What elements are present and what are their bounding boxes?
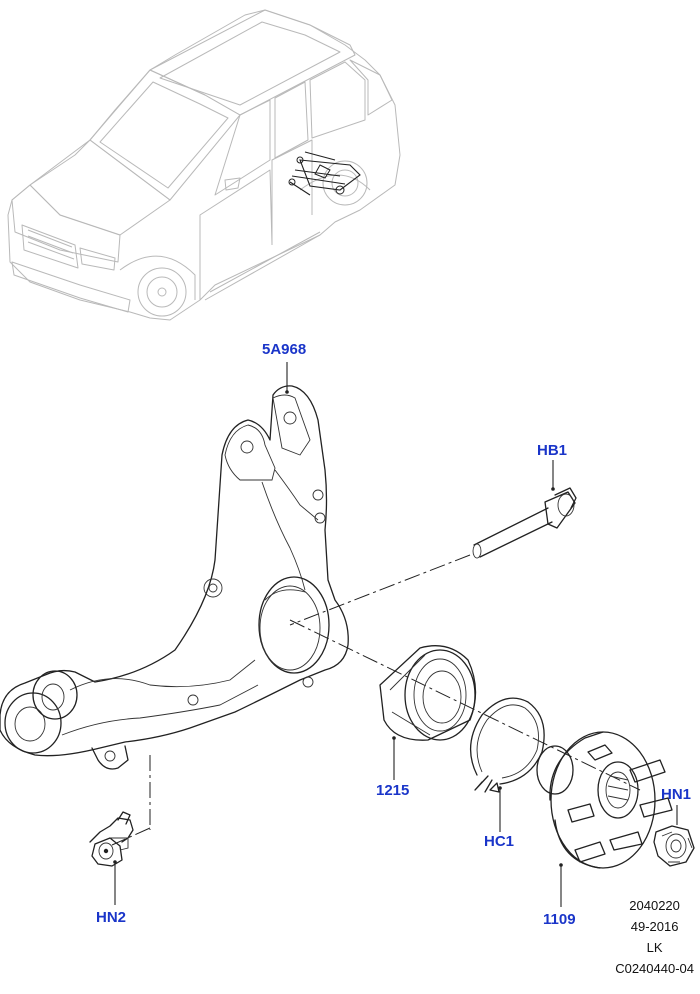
drawing-ref-line4: C0240440-04 (615, 961, 694, 976)
callout-circlip[interactable]: HC1 (484, 833, 515, 850)
hub-nut-part-HN1 (653, 825, 695, 867)
callout-sensor-nut[interactable]: HN2 (96, 909, 127, 926)
knuckle-part-5A968 (0, 385, 349, 770)
callout-bolt[interactable]: HB1 (537, 442, 568, 459)
callout-hub[interactable]: 1109 (543, 911, 576, 928)
drawing-reference-block: 2040220 49-2016 LK C0240440-04 (615, 895, 694, 979)
vehicle-overview-illustration (7, 9, 401, 321)
bolt-part-HB1 (472, 487, 577, 559)
drawing-ref-line2: 49-2016 (630, 919, 679, 934)
callout-knuckle[interactable]: 5A968 (262, 341, 307, 358)
rear-suspension-highlight (288, 151, 361, 196)
bearing-part-1215 (379, 645, 477, 741)
hub-part-1109 (536, 731, 673, 869)
assembly-centerlines (111, 554, 641, 846)
sensor-nut-part-HN2 (89, 811, 134, 867)
drawing-ref-line3: LK (646, 940, 663, 955)
circlip-part-HC1 (469, 697, 545, 793)
drawing-ref-line1: 2040220 (629, 898, 680, 913)
callout-bearing[interactable]: 1215 (376, 782, 410, 799)
leader-lines (113, 362, 678, 907)
callout-hub-nut[interactable]: HN1 (661, 786, 692, 803)
